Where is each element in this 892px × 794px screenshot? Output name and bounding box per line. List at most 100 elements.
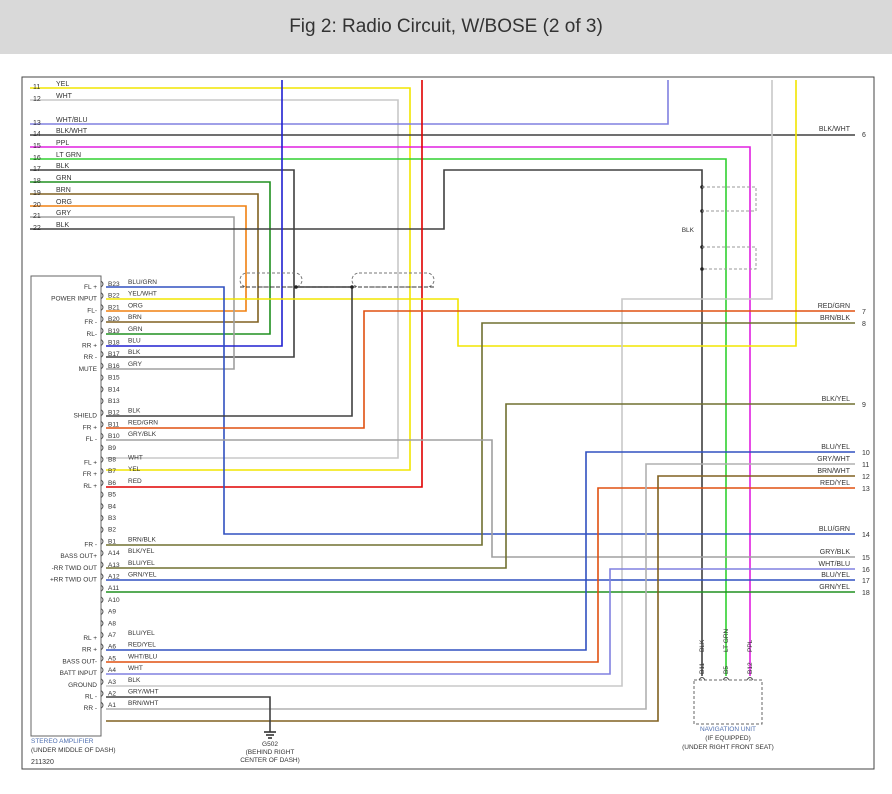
right-wire-label: BRN/BLK: [820, 315, 850, 322]
figure-id: 211320: [31, 759, 54, 766]
nav-wire-label: PPL: [747, 639, 754, 652]
amp-pin-number: A9: [108, 609, 116, 616]
nav-wire-label: BLK: [699, 639, 706, 652]
amp-pin-number: B3: [108, 515, 116, 522]
right-wire-number: 10: [862, 450, 870, 457]
amp-pin-terminal: [100, 467, 104, 475]
amp-pin-number: B18: [108, 340, 120, 347]
amp-pin-number: A5: [108, 655, 116, 662]
amp-pin-terminal: [100, 701, 104, 709]
right-wire-number: 13: [862, 486, 870, 493]
top-wire-label: ORG: [56, 199, 72, 206]
splice-dash: [702, 246, 757, 270]
wire-org: [30, 205, 247, 312]
amp-wire-label: GRY/BLK: [128, 431, 157, 438]
amp-pin-number: B15: [108, 375, 120, 382]
amp-pin-number: B1: [108, 538, 116, 545]
amp-wire-label: RED/YEL: [128, 642, 156, 649]
amp-pin-function: +RR TWID OUT: [50, 577, 97, 584]
amp-pin-number: A3: [108, 679, 116, 686]
amp-pin-terminal: [100, 573, 104, 580]
shield-capsule: [239, 272, 303, 288]
amp-wire-label: BLU/YEL: [128, 560, 155, 567]
amp-pin-number: B9: [108, 445, 116, 452]
wire-shield: [106, 286, 353, 417]
amp-pin-terminal: [100, 678, 104, 686]
amp-pin-terminal: [100, 397, 104, 405]
amp-pin-function: FL +: [84, 460, 97, 467]
wire-gry-blk: [106, 439, 855, 558]
amp-pin-terminal: [100, 561, 104, 569]
right-wire-label: RED/GRN: [818, 303, 850, 310]
nav-pin-terminal: [722, 677, 730, 681]
top-wire-number: 22: [33, 225, 41, 232]
top-wire-label: BRN: [56, 187, 71, 194]
amp-pin-terminal: [100, 456, 104, 463]
amp-pin-terminal: [100, 526, 104, 534]
amp-pin-terminal: [100, 643, 104, 651]
amp-wire-label: YEL: [128, 466, 141, 473]
navigation-unit-box: [693, 679, 763, 725]
wire-brn-blk: [106, 322, 855, 546]
amp-wire-label: BLU/GRN: [128, 279, 157, 286]
amp-pin-number: B13: [108, 398, 120, 405]
nav-pin-number: B5: [723, 666, 730, 674]
splice-dot: [294, 285, 298, 289]
amp-pin-function: RR -: [84, 705, 97, 712]
amp-pin-number: B19: [108, 328, 120, 335]
amp-name: STEREO AMPLIFIER: [31, 738, 94, 745]
wire-yel-wht: [106, 80, 797, 347]
amp-pin-number: A10: [108, 597, 120, 604]
top-wire-label: BLK: [56, 163, 70, 170]
amp-pin-number: B12: [108, 410, 120, 417]
amp-pin-number: B17: [108, 351, 120, 358]
amp-pin-terminal: [100, 385, 104, 393]
nav-wire-label: LT GRN: [723, 628, 730, 652]
amp-pin-number: A11: [108, 585, 119, 592]
amp-pin-number: A4: [108, 667, 116, 674]
amp-pin-number: A14: [108, 550, 120, 557]
right-wire-label: BLU/YEL: [821, 572, 850, 579]
amp-pin-function: GROUND: [68, 682, 97, 689]
top-wire-label: BLK: [56, 222, 70, 229]
amp-pin-number: A8: [108, 620, 116, 627]
amp-pin-function: FR +: [83, 471, 97, 478]
top-wire-number: 20: [33, 202, 41, 209]
amp-pin-terminal: [100, 327, 104, 335]
wire-wht-blu: [30, 80, 669, 125]
amp-wire-label: GRY: [128, 361, 143, 368]
amp-pin-terminal: [100, 432, 104, 440]
ground-id: G502: [262, 741, 278, 748]
amp-pin-terminal: [100, 374, 104, 381]
amp-wire-label: WHT/BLU: [128, 653, 158, 660]
wire-blk: [30, 169, 295, 358]
amp-pin-function: BATT INPUT: [60, 670, 97, 677]
top-wire-number: 12: [33, 96, 41, 103]
amp-pin-terminal: [100, 502, 104, 510]
amp-pin-number: B2: [108, 527, 116, 534]
amp-pin-function: BASS OUT+: [60, 553, 97, 560]
amp-pin-terminal: [100, 292, 104, 300]
amp-pin-terminal: [100, 690, 104, 697]
right-wire-label: GRN/YEL: [819, 584, 850, 591]
nav-pin-number: B11: [699, 663, 706, 674]
amp-pin-number: B11: [108, 421, 119, 428]
amp-wire-label: BLU/YEL: [128, 630, 155, 637]
nav-pin-terminal: [698, 677, 706, 681]
nav-unit-name: NAVIGATION UNIT: [700, 726, 756, 733]
amp-pin-number: B5: [108, 492, 116, 499]
right-wire-label: BLU/YEL: [821, 444, 850, 451]
wire-gry: [30, 216, 235, 370]
top-wire-number: 16: [33, 155, 41, 162]
amp-pin-function: RL +: [83, 483, 97, 490]
amp-pin-terminal: [100, 608, 104, 615]
amp-pin-function: POWER INPUT: [51, 296, 97, 303]
amp-pin-terminal: [100, 619, 104, 627]
amp-wire-label: WHT: [128, 455, 143, 462]
top-wire-number: 17: [33, 166, 41, 173]
stereo-amplifier-box: [30, 275, 102, 737]
amp-pin-function: FL +: [84, 284, 97, 291]
right-wire-label: GRY/BLK: [820, 549, 851, 556]
